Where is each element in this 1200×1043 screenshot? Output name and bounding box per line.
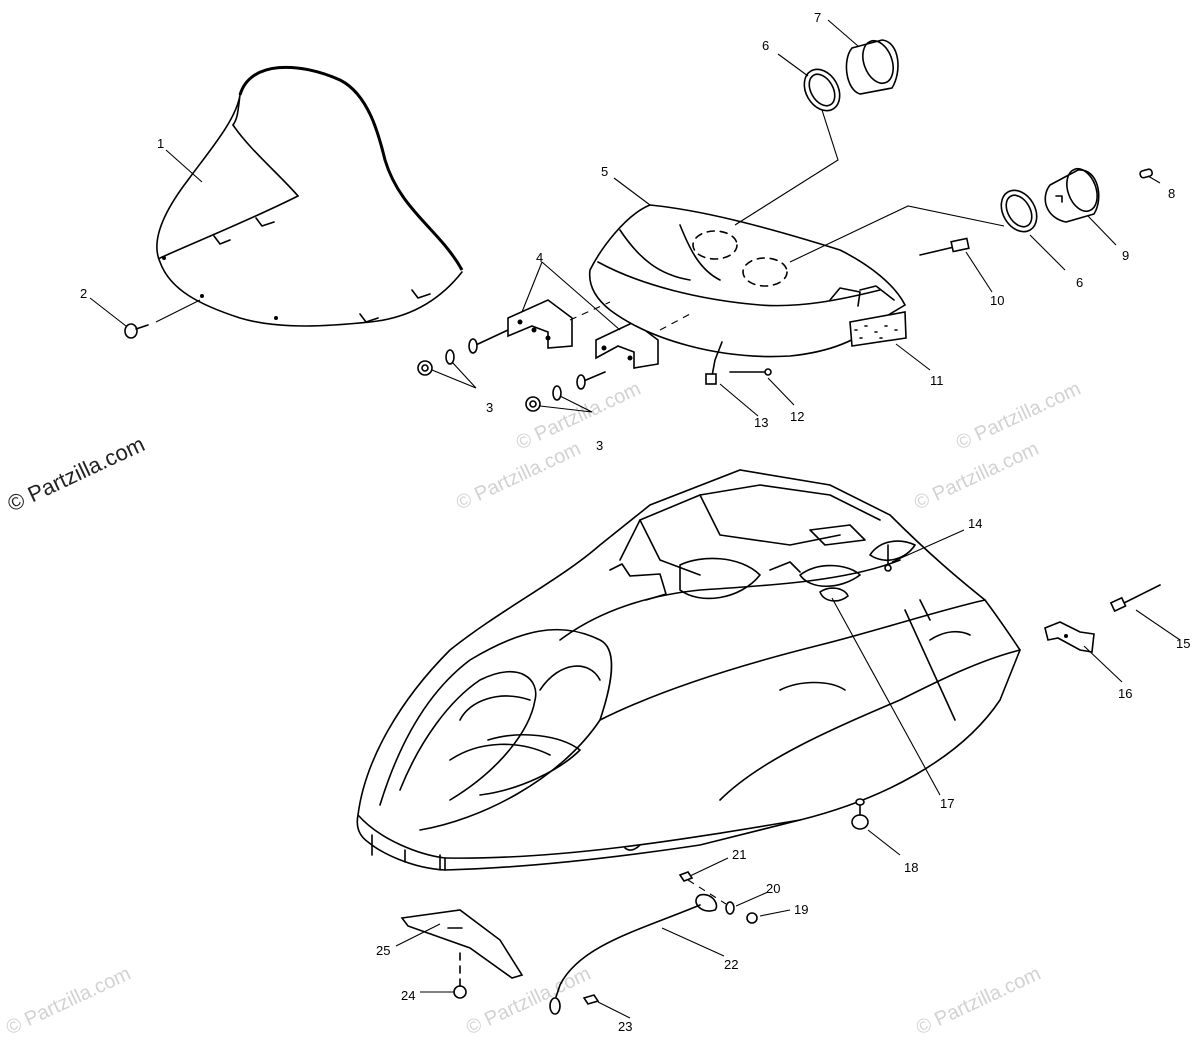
wire-harness <box>705 341 723 385</box>
callout-8: 8 <box>1168 186 1175 201</box>
leader-lines <box>89 19 1181 1019</box>
watermark-main: © Partzilla.com <box>4 431 149 516</box>
callout-15: 15 <box>1176 636 1190 651</box>
callout-16: 16 <box>1118 686 1132 701</box>
callout-4: 4 <box>536 250 543 265</box>
grommet <box>851 798 869 830</box>
screw-12 <box>729 368 772 376</box>
washer-20 <box>725 901 735 915</box>
callout-3: 3 <box>596 438 603 453</box>
callout-19: 19 <box>794 902 808 917</box>
callout-11: 11 <box>930 373 944 388</box>
windshield <box>156 65 464 327</box>
watermark-text: © Partzilla.com <box>3 963 134 1040</box>
pin <box>1109 584 1161 613</box>
nut-washer-set-upper <box>417 329 509 376</box>
console-panel <box>588 204 907 358</box>
callout-21: 21 <box>732 847 746 862</box>
callout-6: 6 <box>762 38 769 53</box>
callout-17: 17 <box>940 796 954 811</box>
latch-17 <box>819 587 849 602</box>
callout-labels: 1 2 3 3 4 5 6 6 7 8 9 10 11 12 13 14 15 … <box>80 10 1190 1034</box>
nut-washer-set-lower <box>525 371 606 412</box>
callout-22: 22 <box>724 957 738 972</box>
hood <box>356 469 1021 871</box>
latch-plate <box>1044 621 1095 653</box>
gauge-ring-lower <box>1000 189 1038 233</box>
callout-3: 3 <box>486 400 493 415</box>
callout-14: 14 <box>968 516 982 531</box>
callout-13: 13 <box>754 415 768 430</box>
callout-24: 24 <box>401 988 415 1003</box>
callout-25: 25 <box>376 943 390 958</box>
watermark-text: © Partzilla.com <box>953 378 1084 455</box>
watermark-text: © Partzilla.com <box>513 378 644 455</box>
callout-6: 6 <box>1076 275 1083 290</box>
gauge <box>1044 167 1100 223</box>
callout-20: 20 <box>766 881 780 896</box>
bulb <box>1139 168 1153 179</box>
callout-18: 18 <box>904 860 918 875</box>
screw-21 <box>678 871 694 882</box>
watermark-text: © Partzilla.com <box>463 963 594 1040</box>
bracket-left <box>507 299 573 349</box>
watermark-text: © Partzilla.com <box>911 438 1042 515</box>
callout-12: 12 <box>790 409 804 424</box>
callout-23: 23 <box>618 1019 632 1034</box>
watermark-text: © Partzilla.com <box>913 963 1044 1040</box>
fastener-14 <box>884 544 892 572</box>
nut-19 <box>746 912 758 924</box>
clip <box>582 994 600 1005</box>
callout-9: 9 <box>1122 248 1129 263</box>
callout-7: 7 <box>814 10 821 25</box>
cable <box>549 893 718 1015</box>
gauge-housing <box>845 39 899 95</box>
callout-1: 1 <box>157 136 164 151</box>
gauge-ring-upper <box>803 68 841 112</box>
foam-pad <box>849 311 907 347</box>
screw <box>124 323 149 339</box>
shield-plate <box>400 909 524 979</box>
switch <box>919 237 970 256</box>
callout-10: 10 <box>990 293 1004 308</box>
callout-2: 2 <box>80 286 87 301</box>
callout-5: 5 <box>601 164 608 179</box>
bolt <box>453 947 467 999</box>
